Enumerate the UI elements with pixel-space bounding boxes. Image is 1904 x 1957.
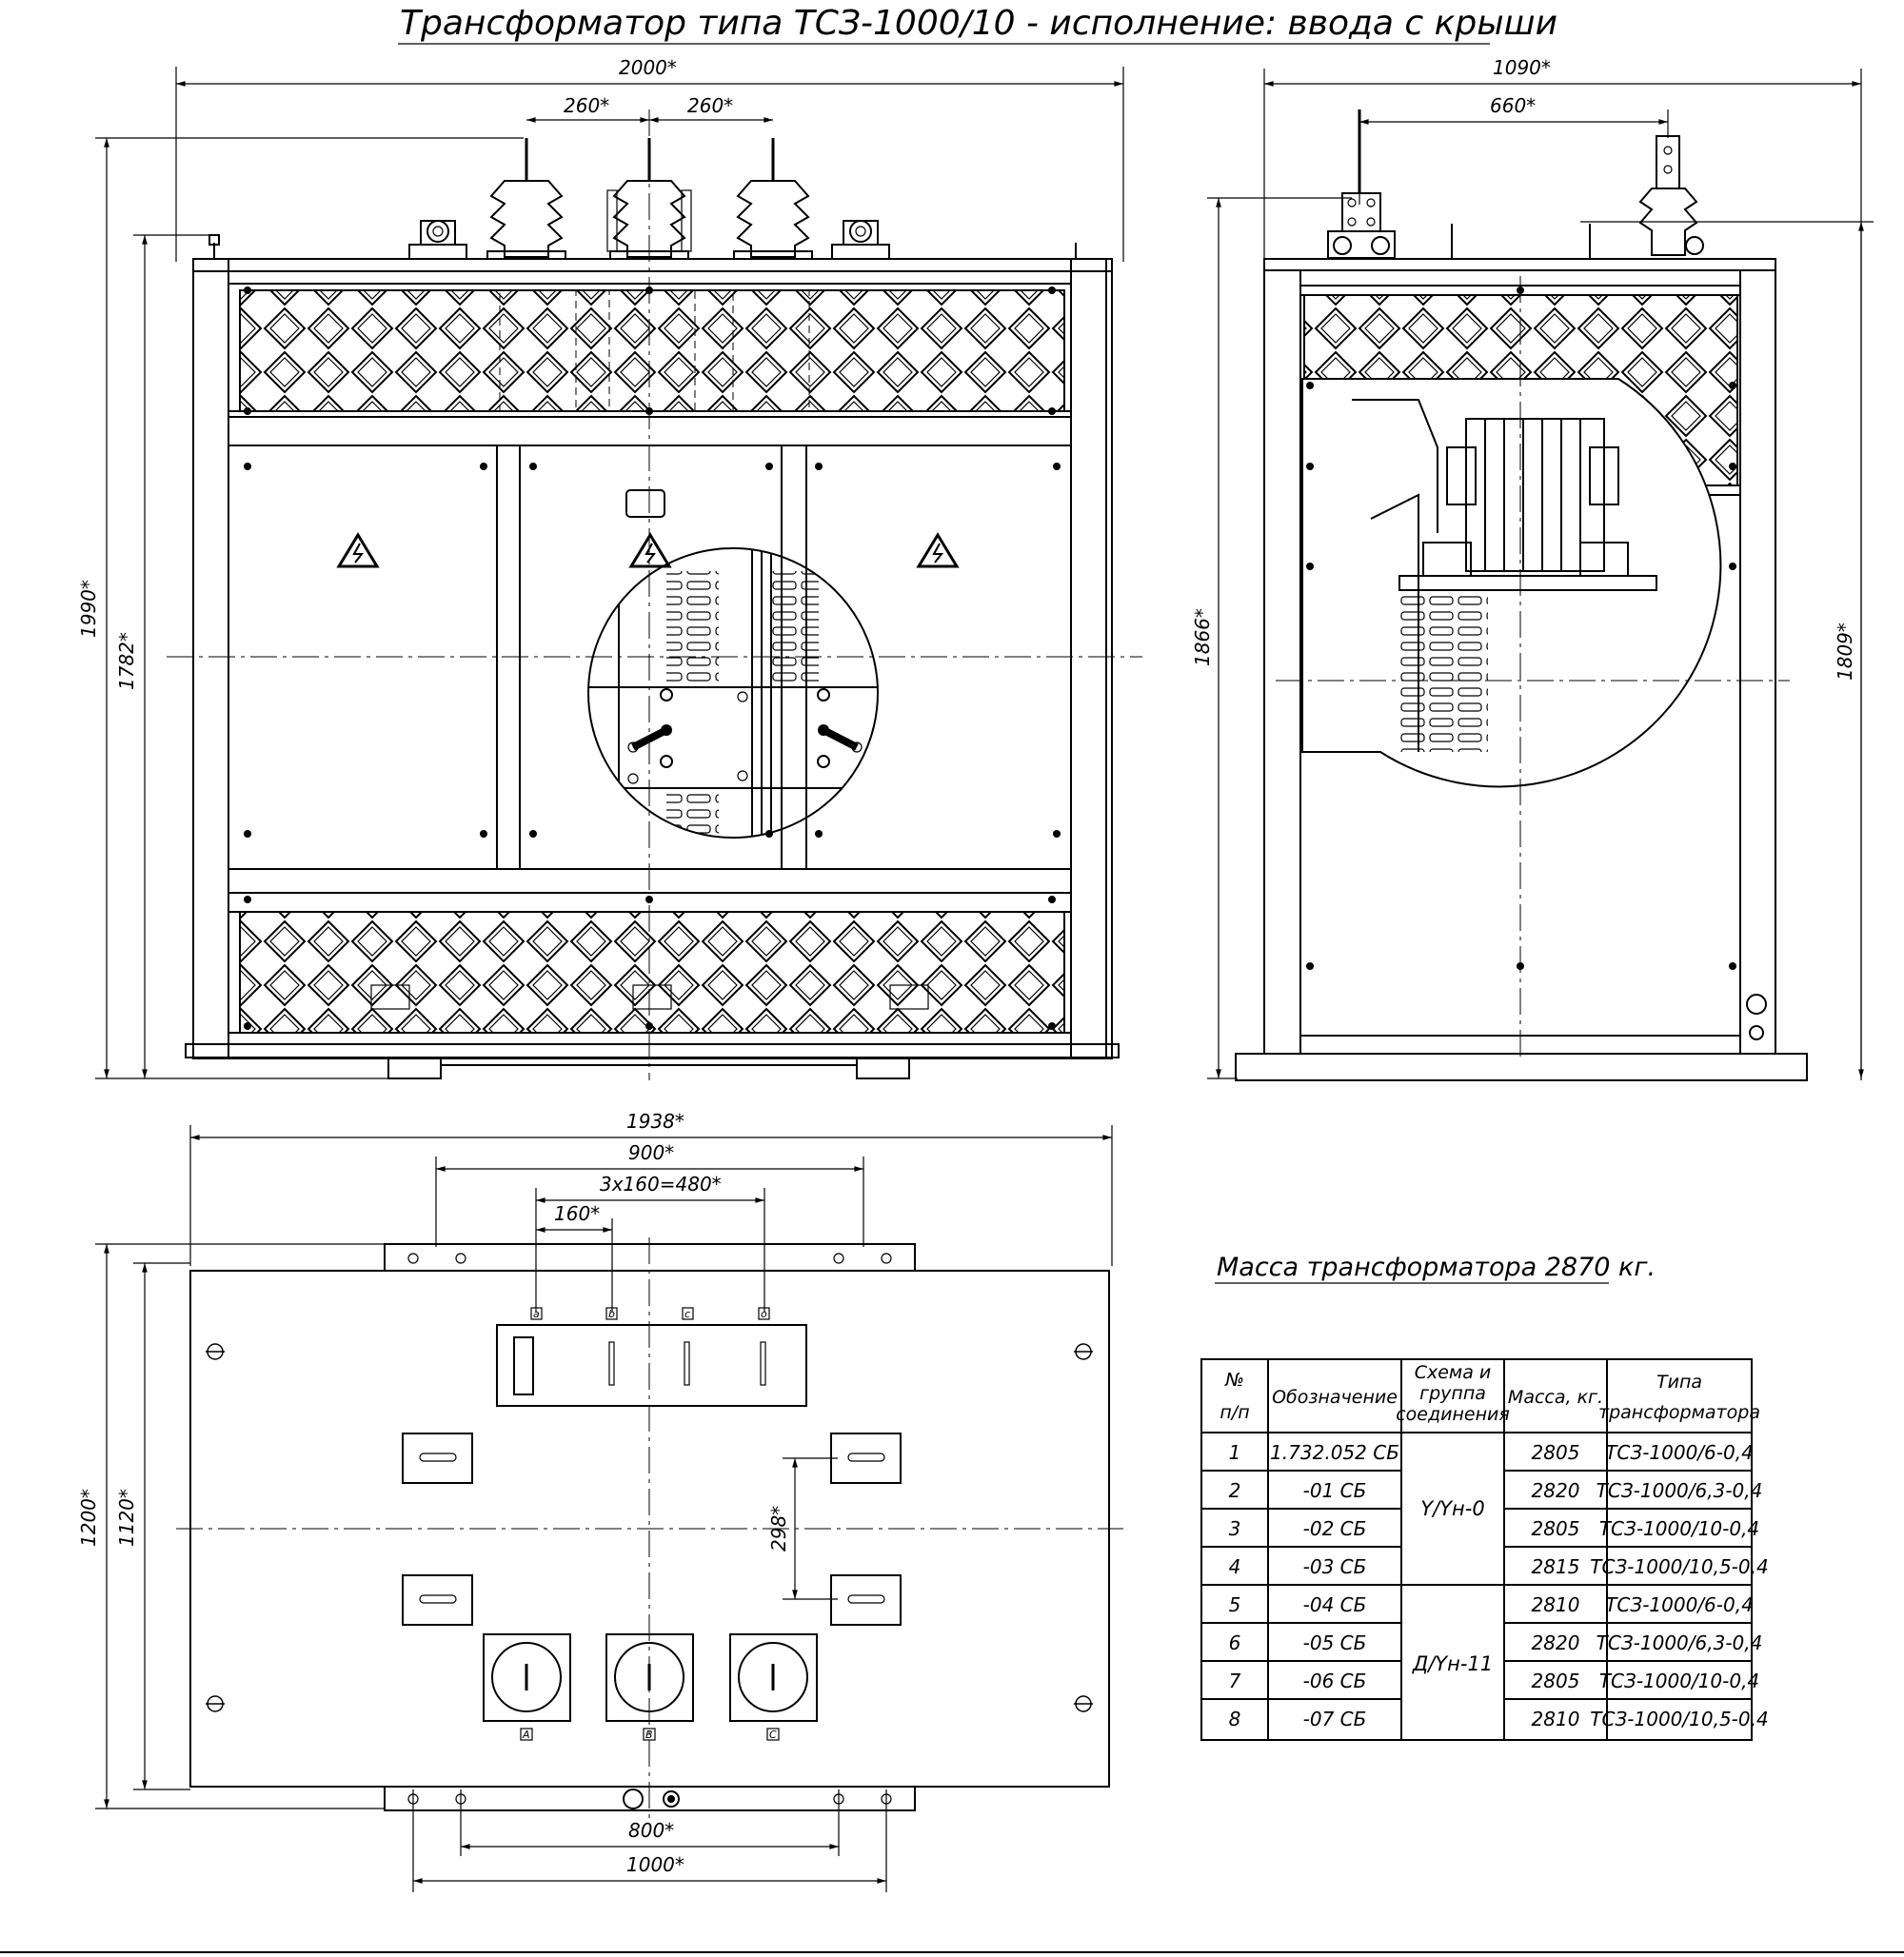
lv-label-b: b: [608, 1308, 615, 1320]
side-view: 1090* 660* 1866* 1809*: [1191, 56, 1874, 1081]
table-cell-num: 2: [1229, 1479, 1241, 1502]
table-cell-type: ТСЗ-1000/10,5-0,4: [1590, 1555, 1768, 1578]
dim-front-pitch-left: 260*: [564, 94, 609, 117]
table-cell-designation: -02 СБ: [1303, 1517, 1367, 1540]
warning-sign-right: [916, 532, 960, 568]
dim-plan-160: 160*: [554, 1202, 600, 1225]
table-cell-designation: -04 СБ: [1303, 1593, 1367, 1616]
front-view: 2000* 260* 260* 1990* 1782*: [77, 56, 1142, 1080]
dim-front-width: 2000*: [619, 56, 677, 79]
dim-front-height-total: 1990*: [77, 580, 100, 638]
mass-note: Масса трансформатора 2870 кг.: [1217, 1253, 1656, 1282]
front-top-fittings: [208, 220, 1077, 260]
table-scheme-group-2: Д/Yн-11: [1412, 1652, 1493, 1675]
table-cell-designation: -06 СБ: [1303, 1670, 1367, 1692]
table-cell-num: 3: [1229, 1517, 1241, 1540]
lv-terminal-labels: a b c o: [530, 1307, 770, 1320]
table-cell-type: ТСЗ-1000/10-0,4: [1599, 1517, 1759, 1540]
table-scheme-group-1: Y/Yн-0: [1420, 1497, 1484, 1520]
dim-plan-1000: 1000*: [626, 1853, 684, 1876]
hv-label-a: A: [522, 1729, 530, 1741]
table-cell-num: 6: [1229, 1631, 1241, 1654]
table-cell-type: ТСЗ-1000/6-0,4: [1605, 1441, 1754, 1464]
hv-label-c: C: [769, 1729, 777, 1741]
table-cell-type: ТСЗ-1000/6,3-0,4: [1597, 1479, 1763, 1502]
dim-plan-480: 3x160=480*: [600, 1173, 722, 1196]
table-cell-mass: 2810: [1532, 1708, 1580, 1730]
warning-sign-middle: [628, 532, 672, 568]
drawing-title: Трансформатор типа ТСЗ-1000/10 - исполне…: [400, 4, 1557, 43]
plan-mounting-pads: [402, 1433, 902, 1626]
dim-plan-900: 900*: [628, 1141, 674, 1164]
table-cell-designation: -01 СБ: [1303, 1479, 1367, 1502]
hv-terminal-labels: A B C: [520, 1728, 780, 1741]
warning-sign-left: [336, 532, 380, 568]
dim-front-pitch-right: 260*: [687, 94, 733, 117]
dim-side-height-body: 1809*: [1834, 623, 1856, 681]
table-cell-designation: -07 СБ: [1303, 1708, 1367, 1730]
table-cell-mass: 2805: [1532, 1441, 1580, 1464]
table-cell-mass: 2820: [1532, 1479, 1580, 1502]
plan-hv-flanges: [483, 1633, 818, 1722]
table-cell-num: 7: [1229, 1670, 1241, 1692]
side-detail-cut: [1301, 378, 1722, 788]
dim-side-height-total: 1866*: [1191, 608, 1214, 666]
dim-plan-height: 1200*: [77, 1489, 100, 1547]
table-cell-num: 5: [1229, 1593, 1241, 1616]
table-cell-designation: 1.732.052 СБ: [1270, 1441, 1399, 1464]
front-upper-grille: [239, 289, 1065, 412]
lv-label-n: o: [761, 1308, 767, 1320]
table-cell-num: 8: [1229, 1708, 1241, 1730]
table-cell-type: ТСЗ-1000/10-0,4: [1599, 1670, 1759, 1692]
table-cell-type: ТСЗ-1000/6-0,4: [1605, 1593, 1754, 1616]
dim-side-width: 1090*: [1493, 56, 1551, 79]
table-cell-mass: 2815: [1532, 1555, 1580, 1578]
lv-label-a: a: [533, 1308, 540, 1320]
hv-label-b: B: [645, 1729, 653, 1741]
dim-side-pitch: 660*: [1490, 94, 1536, 117]
table-header-designation: Обозначение: [1272, 1387, 1398, 1408]
table-cell-mass: 2820: [1532, 1631, 1580, 1654]
dim-plan-width: 1938*: [626, 1110, 684, 1133]
table-cell-mass: 2805: [1532, 1517, 1580, 1540]
table-cell-type: ТСЗ-1000/10,5-0,4: [1590, 1708, 1768, 1730]
plan-view: 1938* 900* 3x160=480* 160* 1200* 1120* 2…: [77, 1110, 1123, 1892]
table-cell-designation: -05 СБ: [1303, 1631, 1367, 1654]
lv-label-c: c: [684, 1308, 690, 1320]
table-header-mass: Масса, кг.: [1508, 1387, 1603, 1408]
table-cell-num: 4: [1229, 1555, 1241, 1578]
dim-plan-800: 800*: [628, 1819, 674, 1842]
table-cell-num: 1: [1229, 1441, 1241, 1464]
plan-lv-terminal-block: [496, 1324, 807, 1407]
dim-plan-height-inner: 1120*: [115, 1489, 138, 1547]
table-cell-designation: -03 СБ: [1303, 1555, 1367, 1578]
table-cell-type: ТСЗ-1000/6,3-0,4: [1597, 1631, 1763, 1654]
dim-front-height-body: 1782*: [115, 632, 138, 690]
table-cell-mass: 2810: [1532, 1593, 1580, 1616]
table-cell-mass: 2805: [1532, 1670, 1580, 1692]
front-detail-circle: [587, 547, 879, 839]
front-lower-grille: [239, 911, 1065, 1034]
